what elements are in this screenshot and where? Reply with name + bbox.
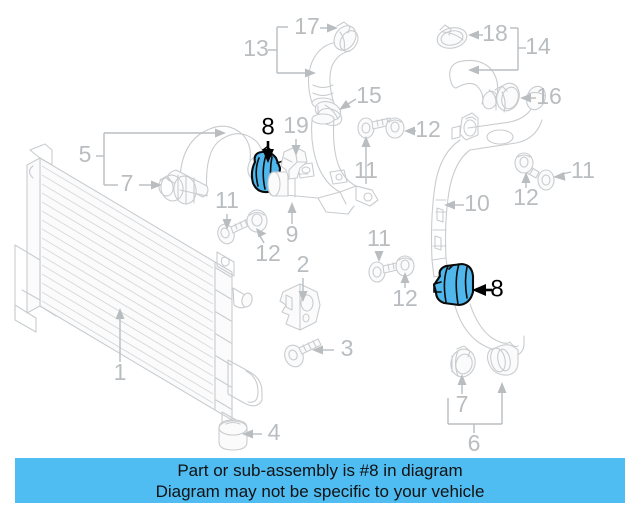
grommet-12-c-part: [395, 255, 415, 277]
callout-6: 6: [468, 430, 481, 456]
callout-14: 14: [525, 33, 551, 59]
hose-clamp-7-left-part: [158, 174, 184, 202]
banner-line-2: Diagram may not be specific to your vehi…: [155, 481, 485, 501]
callout-7-right: 7: [456, 391, 469, 417]
callout-12-c: 12: [392, 285, 418, 311]
hose-clamp-18-part: [436, 24, 468, 49]
callout-11-d: 11: [571, 157, 595, 183]
charge-air-pipe-9-part: [267, 113, 379, 215]
hose-clamp-16-part: [494, 82, 520, 113]
callout-2: 2: [297, 251, 310, 277]
callout-15: 15: [356, 82, 382, 108]
grommet-cap-part: [218, 419, 248, 451]
intercooler-core-part: [14, 143, 263, 438]
bolt-part: [284, 338, 322, 368]
grommet-12-b-part: [385, 117, 405, 139]
elbow-hose-13-part: [307, 41, 351, 109]
callout-1: 1: [114, 359, 127, 385]
callout-12-a: 12: [255, 240, 281, 266]
info-banner: Part or sub-assembly is #8 in diagram Di…: [15, 458, 625, 503]
grommet-12-d-part: [514, 152, 534, 174]
callout-16: 16: [536, 83, 562, 109]
screw-11-left-part: [217, 218, 251, 245]
callout-12-d: 12: [513, 184, 539, 210]
elbow-hose-14-part: [449, 59, 499, 110]
callout-4: 4: [268, 419, 281, 445]
charge-air-pipe-10-part: [430, 85, 546, 278]
bracket-part: [279, 283, 321, 331]
callout-3: 3: [341, 335, 354, 361]
screw-11-mid-part: [357, 117, 392, 139]
callout-11-b: 11: [354, 157, 378, 183]
callout-11-a: 11: [215, 187, 239, 213]
callout-10: 10: [464, 190, 490, 216]
highlight-leader-lines: [262, 141, 492, 296]
grommet-12-a-part: [246, 209, 268, 233]
lower-hose-6-part: [454, 303, 525, 376]
callout-18: 18: [482, 20, 508, 46]
callout-13: 13: [243, 35, 269, 61]
callout-9: 9: [286, 221, 299, 247]
banner-line-1: Part or sub-assembly is #8 in diagram: [177, 460, 463, 480]
callout-12-b: 12: [415, 116, 441, 142]
callout-labels: 1 2 3 4 5 6 7 7 8 8 9 10 11 11 11 11 12 …: [79, 13, 595, 456]
hose-clamp-17-part: [333, 21, 359, 52]
callout-7-left: 7: [121, 170, 134, 196]
hose-clamp-7-right-part: [450, 345, 476, 378]
hose-clamp-8-lower-part: [432, 262, 475, 307]
leader-lines: [96, 23, 572, 439]
callout-11-c: 11: [367, 225, 391, 251]
callout-8-upper: 8: [261, 113, 274, 140]
callout-19: 19: [283, 112, 309, 138]
callout-8-lower: 8: [490, 275, 503, 302]
callout-17: 17: [294, 13, 320, 39]
callout-5: 5: [79, 141, 92, 167]
